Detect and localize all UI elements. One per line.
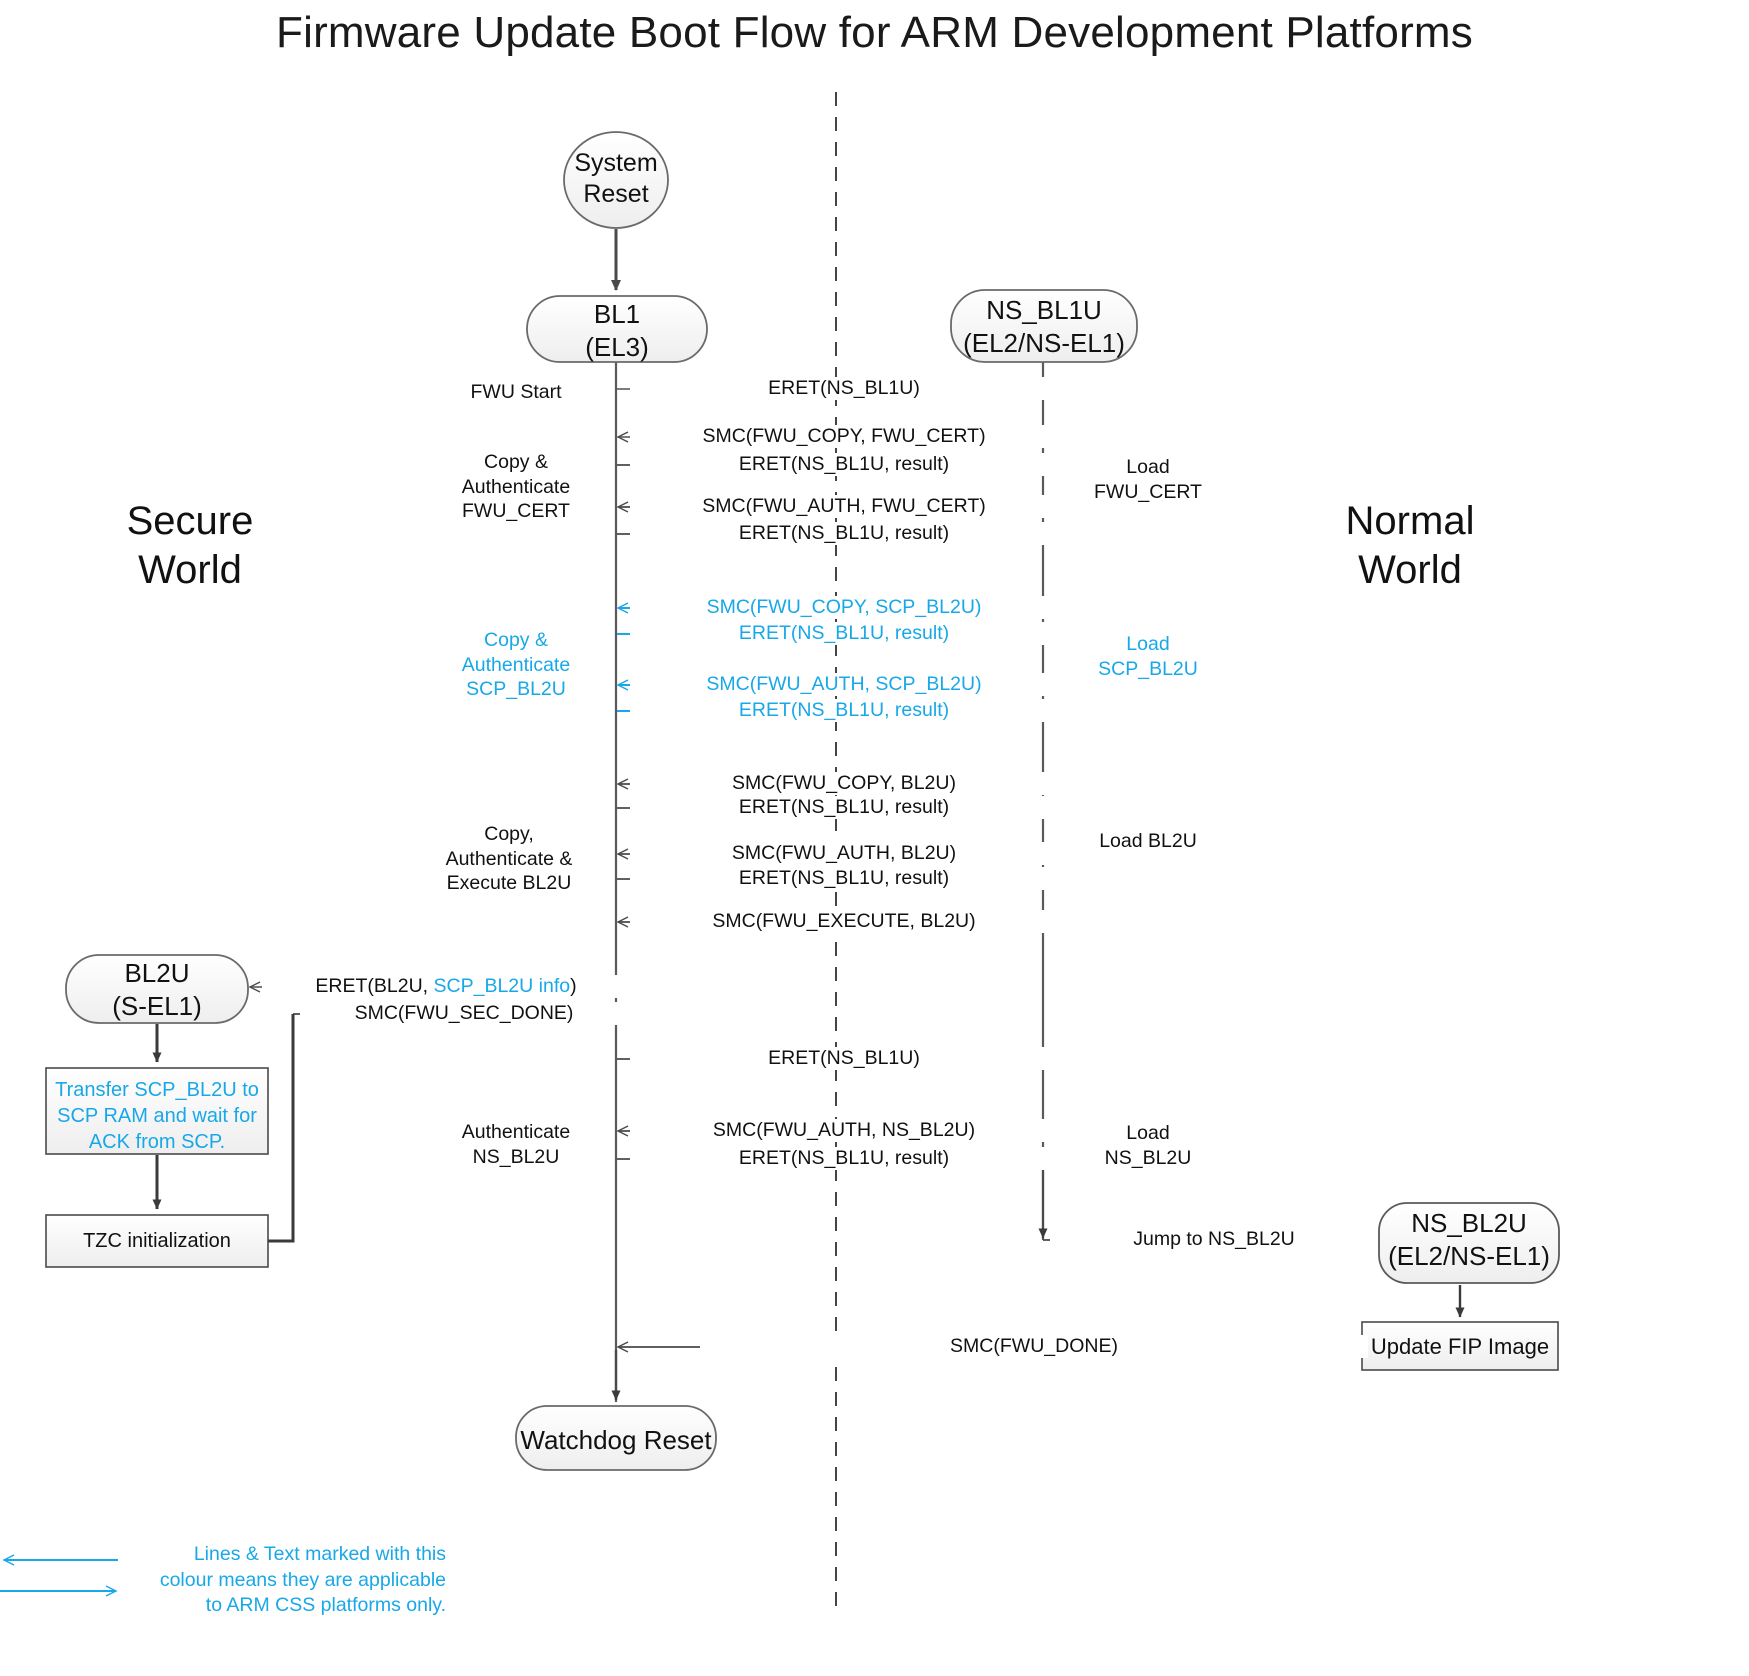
message-m10: SMC(FWU_COPY, BL2U) <box>630 772 1058 795</box>
legend-text: Lines & Text marked with this colour mea… <box>150 1542 446 1619</box>
left-label-copy-auth-fwu-cert-line2: Authenticate <box>461 475 571 498</box>
message-m4: SMC(FWU_AUTH, FWU_CERT) <box>630 495 1058 518</box>
message-smc-fwu-done: SMC(FWU_DONE) <box>700 1335 1368 1358</box>
message-m17: ERET(NS_BL1U) <box>630 1047 1058 1070</box>
message-eret-bl2u-scp-info: ERET(BL2U, SCP_BL2U info) <box>262 975 630 998</box>
message-m6: SMC(FWU_COPY, SCP_BL2U) <box>630 596 1058 619</box>
node-system-reset-shape <box>563 131 669 229</box>
message-jump-to-ns-bl2u: Jump to NS_BL2U <box>1050 1228 1378 1251</box>
node-ns-bl2u-shape <box>1378 1202 1560 1284</box>
node-watchdog-reset-shape <box>515 1405 717 1471</box>
message-m19: ERET(NS_BL1U, result) <box>630 1147 1058 1170</box>
message-m18: SMC(FWU_AUTH, NS_BL2U) <box>630 1119 1058 1142</box>
right-label-load-scp-bl2u-line1: Load <box>1126 633 1170 655</box>
message-m8: SMC(FWU_AUTH, SCP_BL2U) <box>630 673 1058 696</box>
left-label-authenticate-ns-bl2u: Authenticate NS_BL2U <box>428 1120 604 1169</box>
secure-world-line2: World <box>138 547 242 592</box>
left-label-copy-auth-exec-bl2u: Copy, Authenticate & Execute BL2U <box>414 822 604 896</box>
normal-world-line1: Normal <box>1345 499 1475 543</box>
right-label-load-fwu-cert-line2: FWU_CERT <box>1094 480 1202 503</box>
message-m5: ERET(NS_BL1U, result) <box>630 522 1058 545</box>
message-m2: SMC(FWU_COPY, FWU_CERT) <box>630 425 1058 448</box>
left-label-copy-auth-exec-bl2u-line2: Authenticate & <box>445 847 573 870</box>
right-label-load-ns-bl2u-line2: NS_BL2U <box>1104 1146 1192 1169</box>
legend-line3: to ARM CSS platforms only. <box>205 1594 446 1617</box>
eret-bl2u-cyan-part: SCP_BL2U info <box>433 975 571 997</box>
arrow-tzc-to-smc-done <box>268 1014 295 1243</box>
right-label-load-scp-bl2u: Load SCP_BL2U <box>1058 632 1238 681</box>
legend-line1: Lines & Text marked with this <box>193 1543 446 1565</box>
legend-line2: colour means they are applicable <box>159 1568 446 1591</box>
left-label-authenticate-ns-bl2u-line2: NS_BL2U <box>472 1145 560 1168</box>
left-label-copy-auth-scp-bl2u-line3: SCP_BL2U <box>466 678 566 701</box>
message-m7: ERET(NS_BL1U, result) <box>630 622 1058 645</box>
left-label-copy-auth-exec-bl2u-line1: Copy, <box>484 823 534 845</box>
right-label-load-fwu-cert-line1: Load <box>1126 456 1170 478</box>
secure-world-line1: Secure <box>126 499 254 543</box>
message-m13: ERET(NS_BL1U, result) <box>630 867 1058 890</box>
message-m1: ERET(NS_BL1U) <box>630 377 1058 400</box>
left-label-copy-auth-fwu-cert-line3: FWU_CERT <box>462 500 570 523</box>
message-m14: SMC(FWU_EXECUTE, BL2U) <box>630 910 1058 933</box>
node-bl2u-shape <box>65 954 249 1024</box>
message-m3: ERET(NS_BL1U, result) <box>630 453 1058 476</box>
node-bl1-shape <box>526 295 708 363</box>
message-smc-fwu-sec-done: SMC(FWU_SEC_DONE) <box>300 1002 628 1025</box>
left-label-copy-auth-scp-bl2u-line1: Copy & <box>484 629 548 651</box>
box-transfer-scp-shape <box>45 1067 269 1155</box>
eret-bl2u-suffix: ) <box>570 975 577 997</box>
left-label-fwu-start: FWU Start <box>428 380 604 405</box>
left-label-copy-auth-fwu-cert-line1: Copy & <box>484 451 548 473</box>
left-label-fwu-start-line1: FWU Start <box>470 381 562 403</box>
right-label-load-bl2u-line1: Load BL2U <box>1099 830 1197 852</box>
right-label-load-fwu-cert: Load FWU_CERT <box>1058 455 1238 504</box>
message-m9: ERET(NS_BL1U, result) <box>630 699 1058 722</box>
node-ns-bl1u-shape <box>950 289 1138 363</box>
secure-world-label: Secure World <box>60 497 320 595</box>
left-label-copy-auth-fwu-cert: Copy & Authenticate FWU_CERT <box>428 450 604 524</box>
left-label-authenticate-ns-bl2u-line1: Authenticate <box>461 1121 571 1143</box>
right-label-load-scp-bl2u-line2: SCP_BL2U <box>1098 657 1198 680</box>
eret-bl2u-prefix: ERET(BL2U, <box>315 975 434 997</box>
left-label-copy-auth-scp-bl2u: Copy & Authenticate SCP_BL2U <box>428 628 604 702</box>
right-label-load-ns-bl2u: Load NS_BL2U <box>1058 1121 1238 1170</box>
page-title: Firmware Update Boot Flow for ARM Develo… <box>276 8 1473 57</box>
normal-world-line2: World <box>1358 547 1462 592</box>
box-update-fip-shape <box>1361 1321 1559 1371</box>
normal-world-label: Normal World <box>1280 497 1540 595</box>
left-label-copy-auth-exec-bl2u-line3: Execute BL2U <box>446 872 572 895</box>
box-tzc-init-shape <box>45 1214 269 1268</box>
right-label-load-bl2u: Load BL2U <box>1058 829 1238 854</box>
right-label-load-ns-bl2u-line1: Load <box>1126 1122 1170 1144</box>
left-label-copy-auth-scp-bl2u-line2: Authenticate <box>461 653 571 676</box>
message-m11: ERET(NS_BL1U, result) <box>630 796 1058 819</box>
message-m12: SMC(FWU_AUTH, BL2U) <box>630 842 1058 865</box>
